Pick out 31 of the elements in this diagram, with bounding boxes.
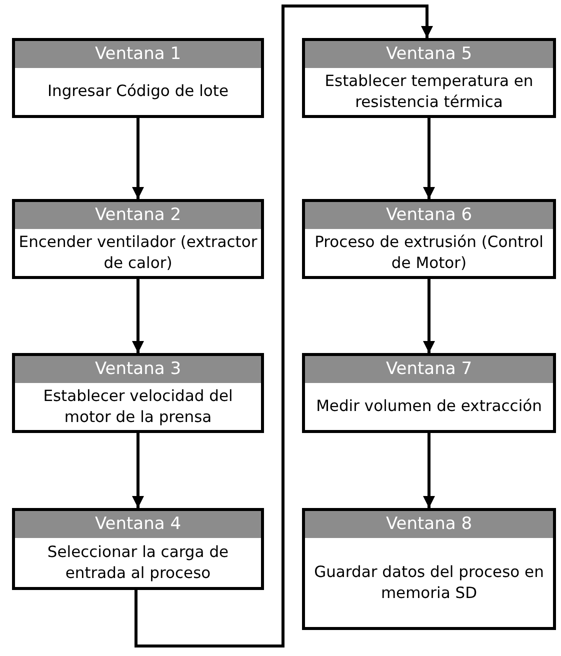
window-header: Ventana 8 xyxy=(305,511,553,538)
arrow xyxy=(423,433,435,508)
window-header: Ventana 1 xyxy=(15,41,261,68)
arrow xyxy=(134,4,433,648)
process-box xyxy=(12,38,264,118)
process-box xyxy=(12,199,264,279)
process-box xyxy=(12,353,264,433)
process-box xyxy=(302,199,556,279)
step-description: Medir volumen de extracción xyxy=(316,396,542,417)
window-header: Ventana 7 xyxy=(305,356,553,383)
process-box xyxy=(302,353,556,433)
arrow xyxy=(423,279,435,353)
arrow xyxy=(132,279,144,353)
step-description: Establecer temperatura en resistencia térmica xyxy=(324,71,534,112)
step-description: Establecer velocidad del motor de la prensa xyxy=(42,386,234,427)
window-header: Ventana 4 xyxy=(15,511,261,538)
window-header: Ventana 6 xyxy=(305,202,553,229)
step-description: Seleccionar la carga de entrada al proceso xyxy=(46,542,230,583)
arrow xyxy=(132,433,144,508)
step-description: Ingresar Código de lote xyxy=(47,81,229,102)
process-box xyxy=(12,508,264,590)
window-header: Ventana 2 xyxy=(15,202,261,229)
arrow xyxy=(423,118,435,199)
arrow xyxy=(132,118,144,199)
step-description: Guardar datos del proceso en memoria SD xyxy=(313,562,545,603)
process-box xyxy=(302,38,556,118)
window-header: Ventana 3 xyxy=(15,356,261,383)
window-header: Ventana 5 xyxy=(305,41,553,68)
step-description: Encender ventilador (extractor de calor) xyxy=(18,232,258,273)
process-box xyxy=(302,508,556,630)
step-description: Proceso de extrusión (Control de Motor) xyxy=(314,232,544,273)
